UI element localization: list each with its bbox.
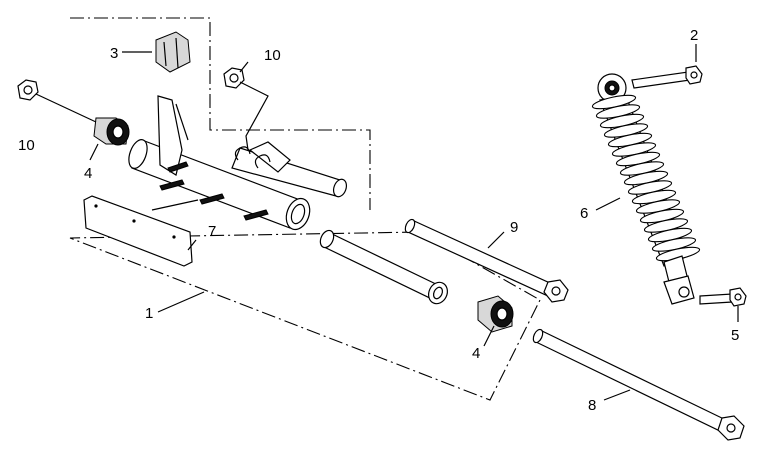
callout-4-right: 4: [472, 345, 480, 362]
center-pivot-rod: [319, 229, 448, 305]
callout-7: 7: [208, 223, 216, 240]
bolt-9-part: [404, 218, 569, 303]
swingarm-frame: [128, 95, 348, 231]
shock-absorber-part: [591, 73, 701, 305]
callout-10-top: 10: [264, 47, 281, 64]
callout-10-left: 10: [18, 137, 35, 154]
bolt-8-part: [532, 328, 745, 441]
callout-3: 3: [110, 45, 118, 62]
callout-9: 9: [510, 219, 518, 236]
callout-6: 6: [580, 205, 588, 222]
flange-nut-top-part: [223, 67, 245, 89]
callout-4-left: 4: [84, 165, 92, 182]
protective-plate-part: [83, 195, 193, 267]
rubber-stopper-part: [155, 31, 191, 73]
callout-8: 8: [588, 397, 596, 414]
leader-lines: [35, 44, 739, 401]
callout-5: 5: [731, 327, 739, 344]
bushing-left-part: [93, 117, 130, 146]
callout-1: 1: [145, 305, 153, 322]
bushing-right-part: [477, 295, 514, 333]
flange-nut-left-part: [17, 79, 39, 101]
shock-bolt-5-part: [699, 287, 747, 307]
shock-bolt-2-part: [631, 65, 703, 89]
callout-2: 2: [690, 27, 698, 44]
